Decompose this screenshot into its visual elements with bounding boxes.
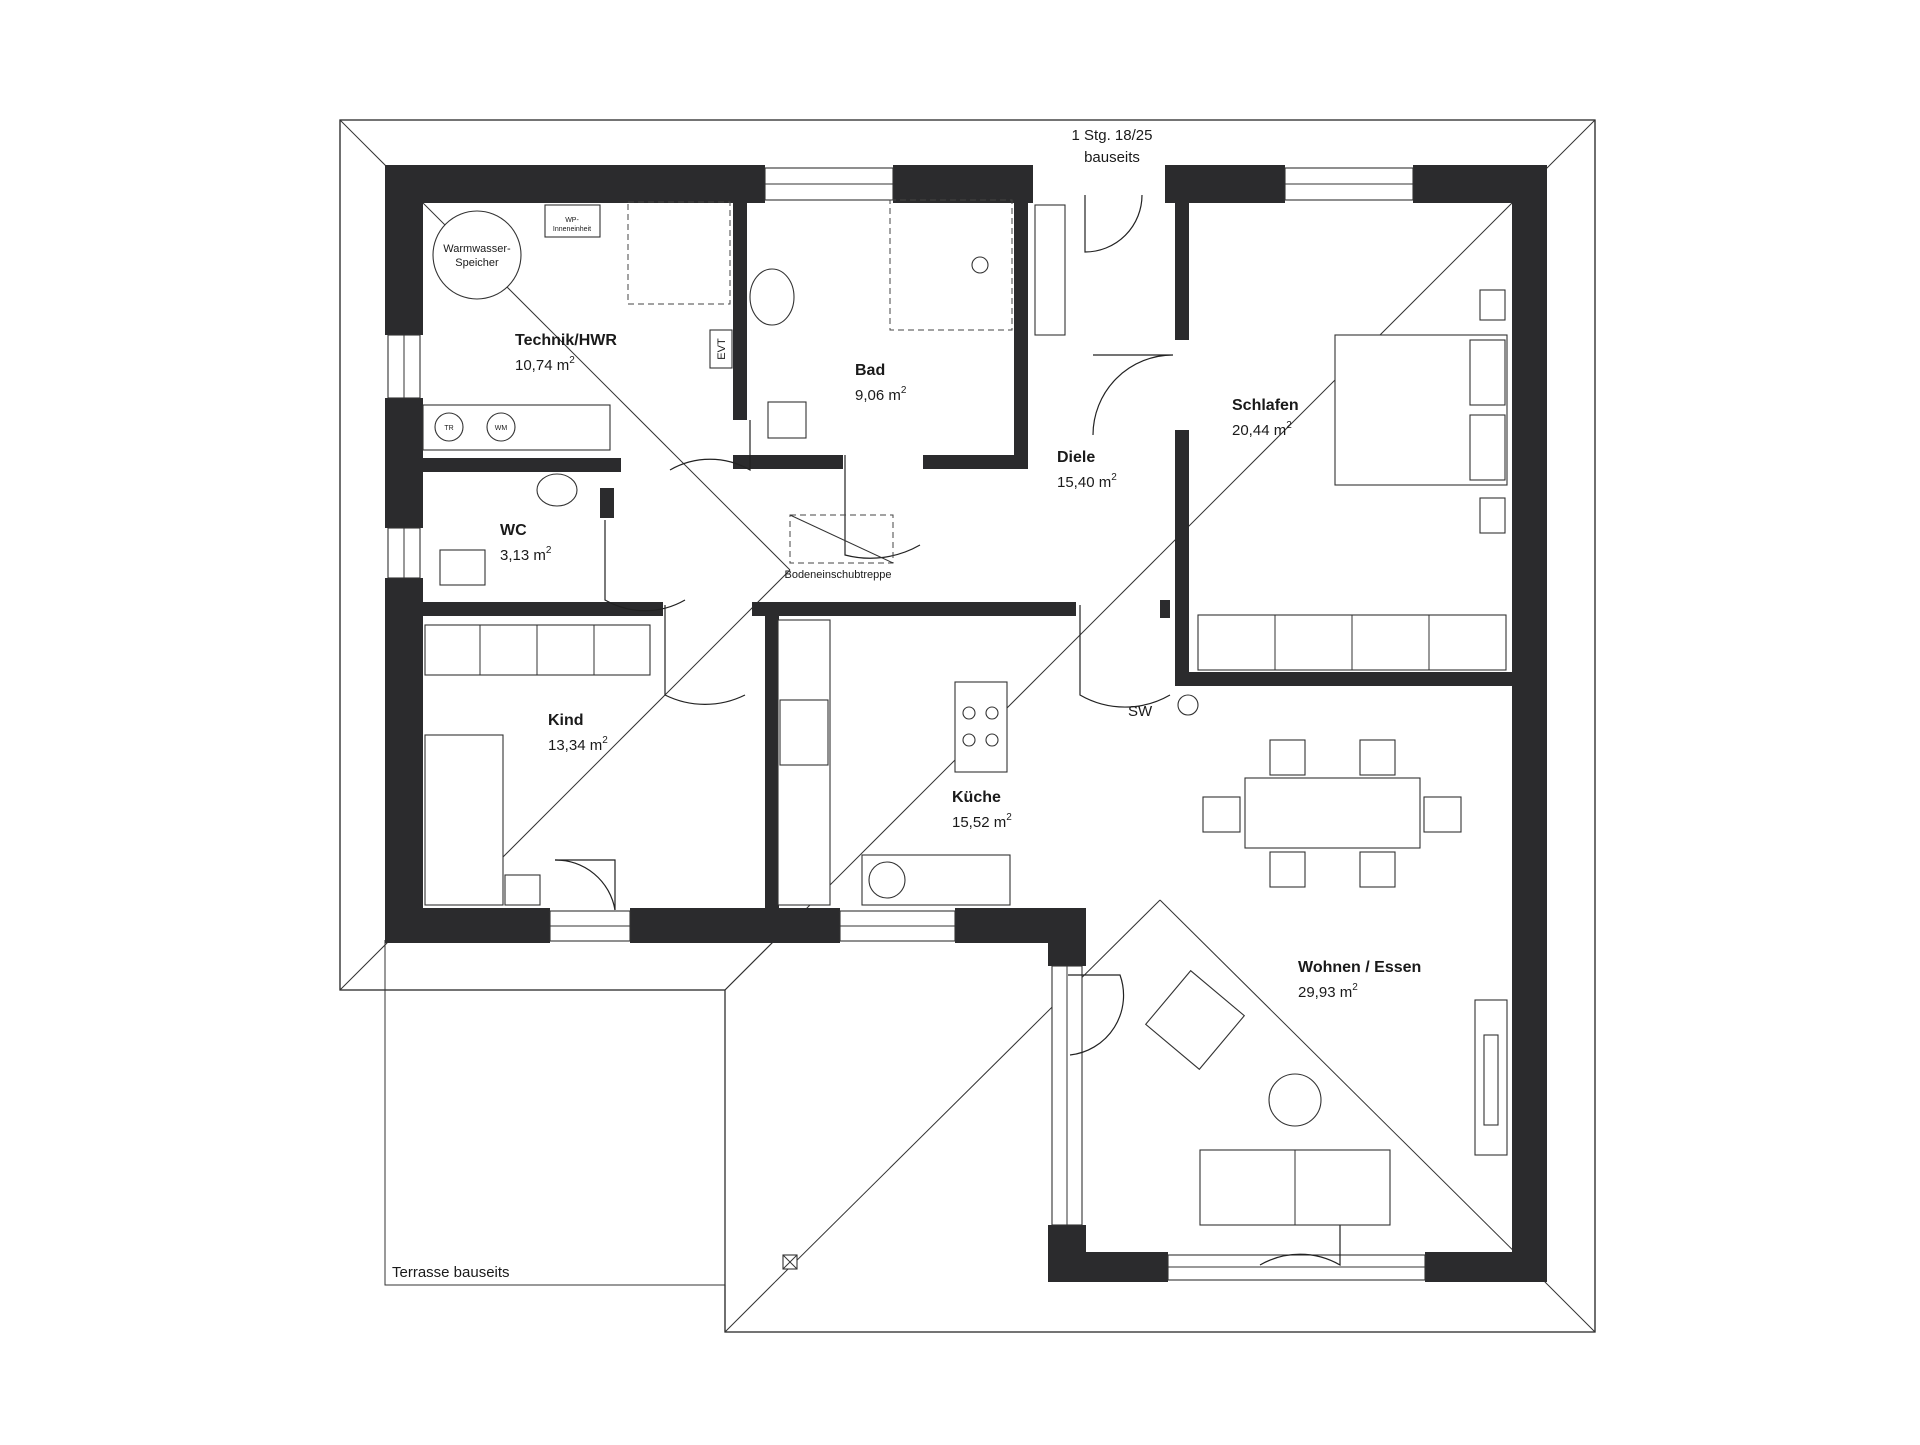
diele-area: 15,40 m2 xyxy=(1057,472,1117,491)
wp-line2: Inneneinheit xyxy=(553,226,591,233)
roof-ridge-lines xyxy=(389,169,1546,1283)
stair-note-line2: bauseits xyxy=(1084,149,1140,166)
bad-area: 9,06 m2 xyxy=(855,385,907,404)
armchair xyxy=(1144,969,1246,1071)
bath-toilet xyxy=(767,401,807,439)
terrace xyxy=(384,940,726,1286)
kueche-name: Küche xyxy=(952,789,1001,806)
bodentreppe xyxy=(789,514,894,564)
technik-name: Technik/HWR xyxy=(515,332,617,349)
bath-sink xyxy=(749,268,795,326)
wc-toilet xyxy=(439,549,486,586)
walls xyxy=(385,165,1547,1282)
annotations: 1 Stg. 18/25 bauseits Warmwasser- Speich… xyxy=(392,127,1153,1281)
room-labels: Technik/HWR 10,74 m2 Bad 9,06 m2 Schlafe… xyxy=(500,332,1421,1001)
evt-box xyxy=(709,329,733,369)
terrasse-label: Terrasse bauseits xyxy=(392,1264,510,1281)
warmwasser-tank xyxy=(432,210,522,300)
kind-bed xyxy=(424,734,504,906)
bad-name: Bad xyxy=(855,362,885,379)
warmwasser-line2: Speicher xyxy=(455,257,499,269)
wohnen-area: 29,93 m2 xyxy=(1298,982,1358,1001)
kitchen-island xyxy=(954,681,1008,773)
kueche-area: 15,52 m2 xyxy=(952,812,1012,831)
diele-name: Diele xyxy=(1057,449,1095,466)
technik-area: 10,74 m2 xyxy=(515,355,575,374)
warmwasser-line1: Warmwasser- xyxy=(443,243,511,255)
wc-name: WC xyxy=(500,522,527,539)
evt-label: EVT xyxy=(716,338,728,360)
wp-unit xyxy=(544,204,601,238)
stair-note-line1: 1 Stg. 18/25 xyxy=(1072,127,1153,144)
kind-name: Kind xyxy=(548,712,584,729)
sw-label: SW xyxy=(1128,703,1153,720)
wm-label: WM xyxy=(495,425,508,432)
windows xyxy=(387,167,1426,1281)
schlafen-name: Schlafen xyxy=(1232,397,1299,414)
bodentreppe-label: Bodeneinschubtreppe xyxy=(784,569,891,581)
wc-sink xyxy=(536,473,578,507)
furniture xyxy=(422,199,1508,1270)
chimney xyxy=(1177,694,1199,716)
diele-wardrobe xyxy=(1034,204,1066,336)
coffee-table xyxy=(1268,1073,1322,1127)
wp-line1: WP- xyxy=(565,217,579,224)
schlafen-area: 20,44 m2 xyxy=(1232,420,1292,439)
tr-label: TR xyxy=(444,425,453,432)
wohnen-name: Wohnen / Essen xyxy=(1298,959,1421,976)
wc-area: 3,13 m2 xyxy=(500,545,552,564)
dining-table xyxy=(1244,777,1421,849)
doors xyxy=(554,194,1341,1267)
kind-area: 13,34 m2 xyxy=(548,735,608,754)
